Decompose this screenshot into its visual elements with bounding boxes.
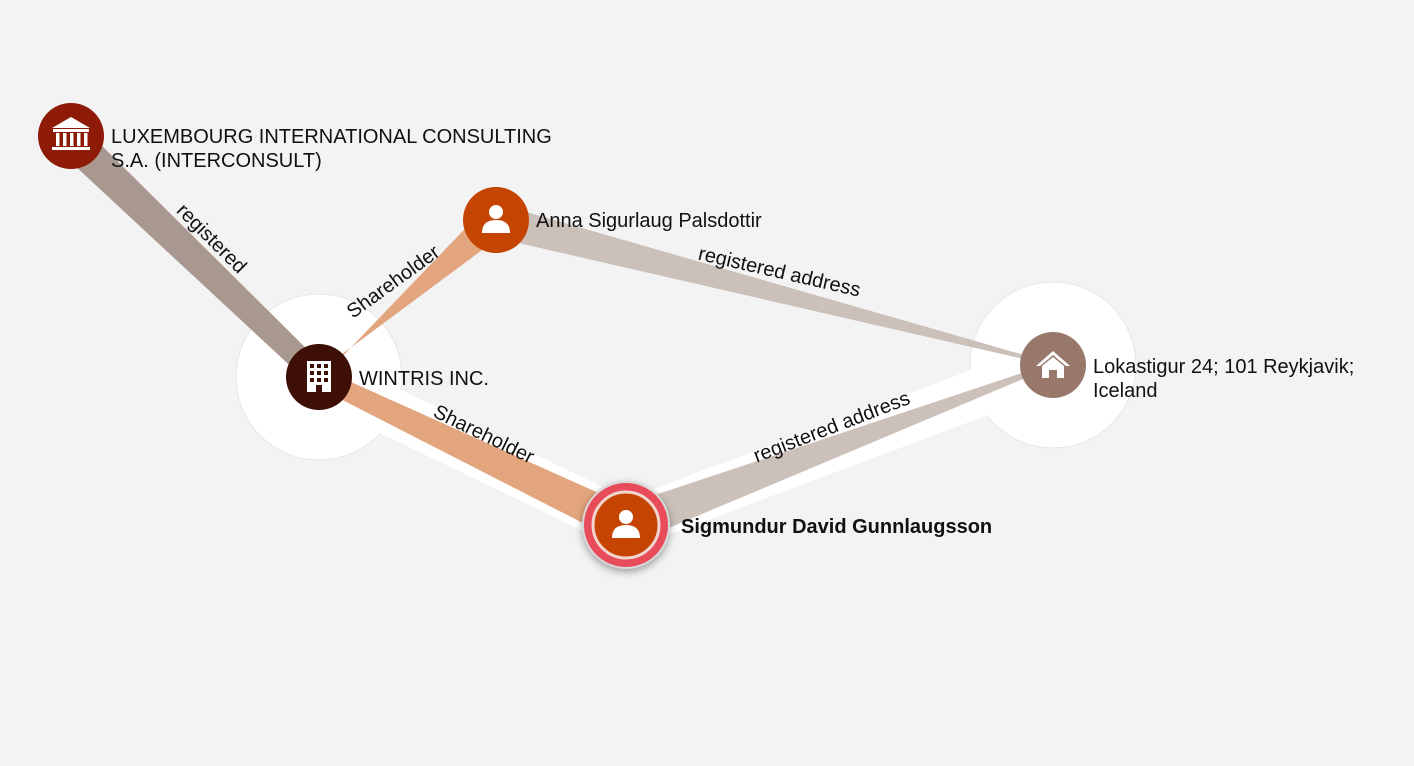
node-label-lokastigur-line1: Lokastigur 24; 101 Reykjavik; <box>1093 356 1354 378</box>
node-label-lokastigur-line2: Iceland <box>1093 380 1158 402</box>
person-icon <box>482 205 510 233</box>
node-label-sigmundur: Sigmundur David Gunnlaugsson <box>681 516 992 538</box>
person-icon <box>612 510 640 538</box>
node-lokastigur-address[interactable] <box>1020 332 1086 398</box>
edge-anna-wintris[interactable] <box>312 210 509 388</box>
node-label-luxembourg-line2: S.A. (INTERCONSULT) <box>111 150 322 172</box>
node-label-luxembourg: LUXEMBOURG INTERNATIONAL CONSULTING S.A.… <box>111 126 557 172</box>
node-label-anna: Anna Sigurlaug Palsdottir <box>536 210 762 232</box>
node-label-wintris: WINTRIS INC. <box>359 368 489 390</box>
building-icon <box>307 361 331 392</box>
edge-lux-wintris[interactable] <box>60 128 325 387</box>
home-icon <box>1036 351 1070 378</box>
edge-wintris-sigmundur[interactable] <box>315 369 632 542</box>
node-wintris-inc[interactable] <box>286 344 352 410</box>
edge-sigmundur-lokastigur[interactable] <box>619 363 1054 543</box>
node-sigmundur-gunnlaugsson[interactable] <box>582 481 670 569</box>
node-label-luxembourg-line1: LUXEMBOURG INTERNATIONAL CONSULTING <box>111 126 552 148</box>
node-anna-palsdottir[interactable] <box>463 187 529 253</box>
node-luxembourg-consulting[interactable] <box>38 103 104 169</box>
edge-anna-lokastigur[interactable] <box>495 203 1054 366</box>
node-label-lokastigur: Lokastigur 24; 101 Reykjavik; Iceland <box>1093 356 1360 402</box>
bank-icon <box>52 117 90 150</box>
